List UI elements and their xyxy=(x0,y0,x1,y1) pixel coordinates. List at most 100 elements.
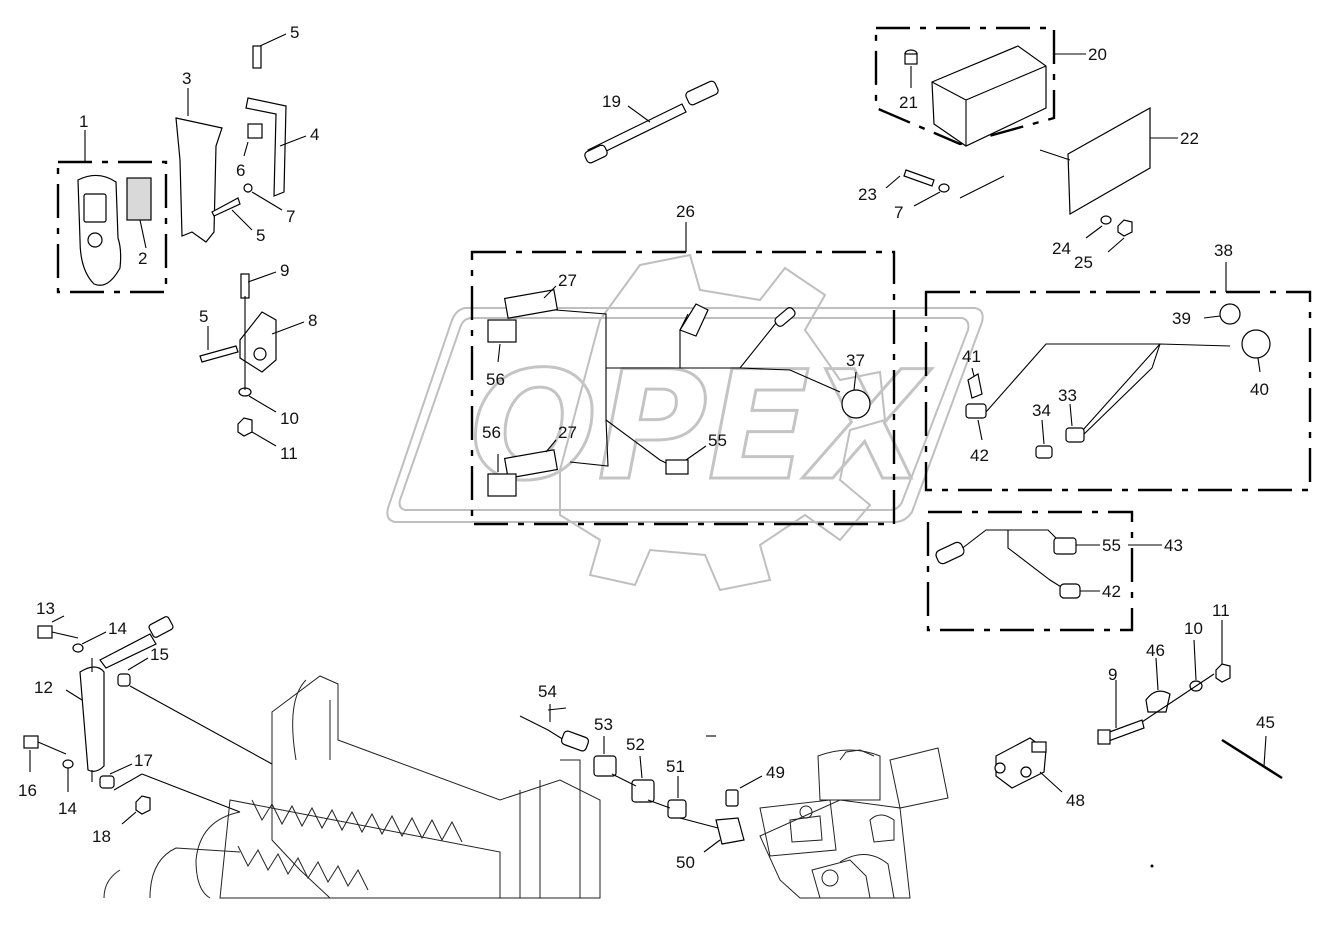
machine-background xyxy=(103,675,949,899)
callout-21: 21 xyxy=(899,93,918,112)
remote-control-unit xyxy=(77,174,122,286)
spacer-15 xyxy=(117,673,131,687)
washer-7 xyxy=(243,183,253,193)
callout-25: 25 xyxy=(1074,253,1093,272)
callout-7-left: 7 xyxy=(286,207,295,226)
adapter-harness-cable xyxy=(959,529,1067,591)
callout-14-upper: 14 xyxy=(108,619,127,638)
nut-18 xyxy=(135,795,151,815)
cable-plug-end xyxy=(685,80,719,106)
pin-head xyxy=(148,616,174,638)
clip-41 xyxy=(967,373,983,399)
cap-21-body xyxy=(904,53,918,65)
callout-50: 50 xyxy=(676,853,695,872)
callout-42-harness: 42 xyxy=(970,446,989,465)
callout-53: 53 xyxy=(594,715,613,734)
callout-11-right: 11 xyxy=(1212,601,1230,620)
main-harness-frame xyxy=(470,250,896,526)
callout-38: 38 xyxy=(1214,241,1233,260)
tee-port-c xyxy=(1031,741,1047,753)
sensor-bracket xyxy=(239,311,277,373)
mounting-plate xyxy=(245,97,287,197)
round-connector-37 xyxy=(841,389,871,419)
callout-1: 1 xyxy=(79,112,88,131)
callout-49: 49 xyxy=(766,763,785,782)
callout-4: 4 xyxy=(310,125,319,144)
screw-9-head xyxy=(1097,729,1111,745)
washer-14-upper xyxy=(72,643,84,653)
bolt-13-head xyxy=(37,625,53,639)
callout-3: 3 xyxy=(182,69,191,88)
callout-7-box: 7 xyxy=(894,203,903,222)
adapter-plug xyxy=(935,541,965,565)
callout-15: 15 xyxy=(150,645,169,664)
sensor-34 xyxy=(1035,445,1053,459)
connector-55-harness xyxy=(665,459,689,475)
callout-19: 19 xyxy=(602,92,621,111)
callout-48: 48 xyxy=(1066,791,1085,810)
callout-42-adapter: 42 xyxy=(1102,582,1121,601)
callout-18: 18 xyxy=(92,827,111,846)
remote-display xyxy=(83,193,107,223)
callout-27-top: 27 xyxy=(558,271,577,290)
tee-port-a xyxy=(994,762,1006,774)
callout-10-left: 10 xyxy=(280,409,299,428)
connector-27-bottom xyxy=(503,449,559,479)
callout-45: 45 xyxy=(1256,713,1275,732)
main-harness-group: 26 27 56 37 27 56 55 xyxy=(470,202,896,526)
hydraulic-fittings-group: 54 53 52 51 49 50 xyxy=(519,682,785,872)
watermark-banner-inner xyxy=(398,317,970,511)
callout-43: 43 xyxy=(1164,536,1183,555)
adapter-53 xyxy=(593,755,617,777)
connector-55-adapter xyxy=(1053,537,1077,555)
harness-trunk xyxy=(555,309,841,467)
round-plug xyxy=(774,307,796,327)
hose-54 xyxy=(519,715,565,741)
cylinder-group: 13 14 15 12 16 14 17 18 xyxy=(18,599,273,846)
callout-52: 52 xyxy=(626,735,645,754)
callout-20: 20 xyxy=(1088,45,1107,64)
callout-9-right: 9 xyxy=(1108,665,1117,684)
callout-54: 54 xyxy=(538,682,557,701)
callout-8: 8 xyxy=(308,311,317,330)
cable-tie-45 xyxy=(1221,738,1283,780)
callout-55-adapter: 55 xyxy=(1102,536,1121,555)
connector-56-bottom xyxy=(487,473,517,497)
sensor-bracket-group: 9 8 5 10 11 xyxy=(199,261,317,463)
screw-9 xyxy=(240,273,250,299)
callout-5-low: 5 xyxy=(199,307,208,326)
cylinder-12 xyxy=(79,666,105,772)
watermark-logo: OPEX xyxy=(386,253,984,592)
fitting-49 xyxy=(725,789,739,807)
washer-24 xyxy=(1100,215,1112,225)
callout-13: 13 xyxy=(36,599,55,618)
control-box-frame xyxy=(874,26,1056,146)
callout-39: 39 xyxy=(1172,309,1191,328)
control-box-group: 20 21 22 23 7 24 25 xyxy=(858,26,1199,272)
callout-17: 17 xyxy=(134,751,153,770)
hose-54-fitting xyxy=(560,730,590,752)
callout-2: 2 xyxy=(138,249,147,268)
callout-24: 24 xyxy=(1052,239,1071,258)
callout-56-top: 56 xyxy=(486,370,505,389)
bracket-group: 3 4 5 6 7 5 xyxy=(175,23,319,245)
remote-control-group: 1 2 xyxy=(56,112,168,294)
callout-14-lower: 14 xyxy=(58,799,77,818)
sensor-harness-group: 38 39 40 41 42 34 33 xyxy=(924,241,1312,492)
clamp-46 xyxy=(1145,690,1171,713)
callout-56-bottom: 56 xyxy=(482,423,501,442)
nut-11 xyxy=(237,417,253,437)
nut-25 xyxy=(1117,219,1133,237)
bracket-hole xyxy=(253,347,267,361)
connector-56-top xyxy=(487,319,517,343)
remote-label-sticker xyxy=(126,177,152,221)
plug-42-adapter xyxy=(1059,583,1081,599)
washer-7-box xyxy=(938,183,950,193)
screw-top xyxy=(252,45,262,69)
callout-11-left: 11 xyxy=(280,444,298,463)
callout-23: 23 xyxy=(858,185,877,204)
callout-41: 41 xyxy=(962,347,981,366)
cable-socket-end xyxy=(584,144,608,164)
callout-37: 37 xyxy=(846,351,865,370)
